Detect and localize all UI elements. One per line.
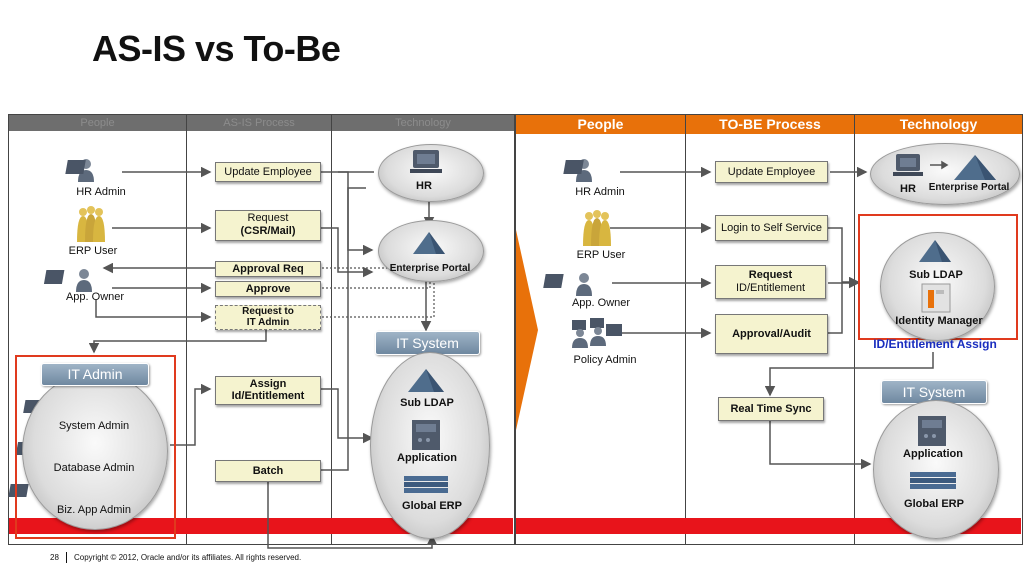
tobe-divider-2 [854,115,855,544]
asis-global-erp-label: Global ERP [402,500,462,512]
asis-global-erp-icon [404,476,448,493]
asis-assign-line2: Id/Entitlement [231,390,305,402]
asis-request-line2: (CSR/Mail) [240,225,296,237]
asis-header-people: People [9,115,187,131]
identity-manager-label: Identity Manager [895,315,983,327]
asis-header-process: AS-IS Process [187,115,332,131]
erp-user-icon [77,206,105,242]
asis-hr-admin-label: HR Admin [76,186,126,198]
asis-request-to-line2: IT Admin [246,317,290,328]
app-owner-icon [43,269,92,292]
asis-update-employee-box: Update Employee [215,162,321,182]
tobe-update-employee-box: Update Employee [715,161,828,183]
tobe-hr-label: HR [900,183,916,195]
asis-approval-req-box: Approval Req [215,261,321,277]
tobe-sub-ldap-label: Sub LDAP [909,269,963,281]
asis-application-label: Application [397,452,457,464]
slide-title: AS-IS vs To-Be [92,28,341,69]
tobe-request-box: Request ID/Entitlement [715,265,826,299]
tobe-request-line1: Request [748,269,793,281]
asis-hr-label: HR [416,180,432,192]
asis-portal-label: Enterprise Portal [389,263,471,274]
asis-batch-box: Batch [215,460,321,482]
tobe-login-box: Login to Self Service [715,215,828,241]
tobe-erp-user-label: ERP User [576,249,626,261]
tobe-app-owner-label: App. Owner [571,297,631,309]
tobe-header-people: People [516,115,686,134]
asis-request-line1: Request [247,212,289,224]
tobe-ldap-icon [919,240,951,262]
id-entitlement-assign-label: ID/Entitlement Assign [873,337,997,351]
tobe-global-erp-label: Global ERP [904,498,964,510]
page-number: 28 [50,553,59,562]
footer-divider [66,552,67,563]
tobe-application-label: Application [903,448,963,460]
tobe-divider-1 [685,115,686,544]
it-admin-label: IT Admin [41,363,149,386]
tobe-policy-admin-icon [572,318,622,348]
asis-request-to-line1: Request to [242,306,294,317]
system-admin-label: System Admin [58,420,130,432]
identity-manager-icon [921,283,951,313]
asis-divider-1 [186,115,187,544]
tobe-sync-box: Real Time Sync [718,397,824,421]
asis-ldap-icon [408,369,444,392]
tobe-portal-icon [954,155,996,180]
copyright-text: Copyright © 2012, Oracle and/or its affi… [74,553,302,562]
asis-sub-ldap-label: Sub LDAP [400,397,454,409]
it-admin-highlight [15,355,176,539]
tobe-policy-admin-label: Policy Admin [573,354,637,366]
tobe-header-process: TO-BE Process [686,115,855,134]
hr-admin-icon [65,159,94,182]
asis-request-to-it-box: Request to IT Admin [215,305,321,330]
tobe-header-technology: Technology [855,115,1022,134]
tobe-application-icon [918,416,946,446]
asis-erp-user-label: ERP User [68,245,118,257]
tobe-request-line2: ID/Entitlement [735,282,806,294]
asis-approve-box: Approve [215,281,321,297]
asis-assign-box: Assign Id/Entitlement [215,376,321,405]
tobe-arrow-icon [930,160,949,170]
tobe-it-system-ellipse [873,400,999,539]
asis-app-owner-label: App. Owner [65,291,125,303]
asis-red-bar [9,518,513,534]
it-admin-ellipse [22,372,168,530]
tobe-hr-admin-icon [563,159,592,182]
asis-divider-2 [331,115,332,544]
asis-it-system-label: IT System [375,331,480,355]
tobe-portal-label: Enterprise Portal [928,182,1010,193]
asis-header-technology: Technology [332,115,514,131]
tobe-hr-admin-label: HR Admin [575,186,625,198]
tobe-app-owner-icon [543,273,592,296]
tobe-global-erp-icon [910,472,956,489]
tobe-erp-user-icon [583,210,611,246]
tobe-approval-box: Approval/Audit [715,314,828,354]
biz-app-admin-label: Biz. App Admin [57,504,131,516]
database-admin-label: Database Admin [53,462,135,474]
asis-assign-line1: Assign [249,378,287,390]
tobe-hr-computer-icon [893,154,923,176]
asis-request-box: Request (CSR/Mail) [215,210,321,241]
asis-application-icon [412,420,440,450]
